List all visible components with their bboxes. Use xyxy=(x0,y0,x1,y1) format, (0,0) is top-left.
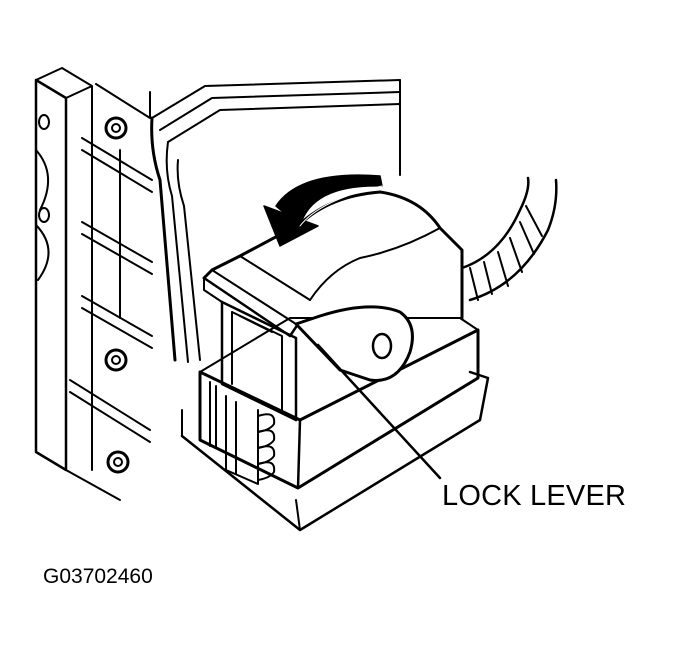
bolt-heads xyxy=(104,116,130,474)
base-plate xyxy=(180,370,490,532)
housing-flange xyxy=(34,67,153,501)
curved-arrow-left-icon xyxy=(263,174,383,247)
lock-lever-label: LOCK LEVER xyxy=(442,480,627,512)
callout-leader xyxy=(316,343,442,480)
terminal-spring xyxy=(225,395,276,485)
main-body xyxy=(150,79,401,363)
connector-cap xyxy=(220,300,298,422)
wire-harness xyxy=(460,176,558,302)
lock-lever xyxy=(202,190,464,382)
figure-id-caption: G03702460 xyxy=(43,565,153,588)
